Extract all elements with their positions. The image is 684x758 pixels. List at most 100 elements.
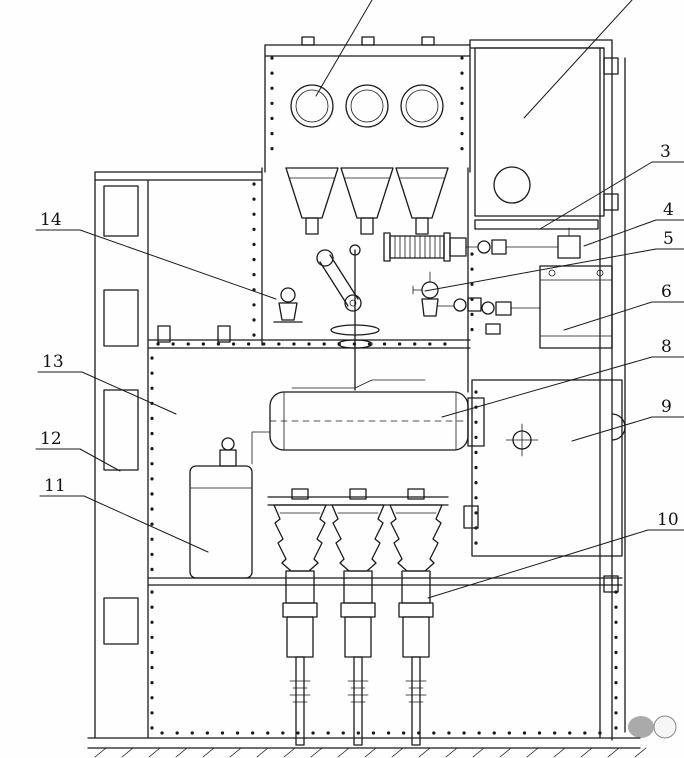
panel-handle-arc xyxy=(611,413,626,441)
callout-12-leader xyxy=(35,448,121,472)
tank-valve-cap xyxy=(221,437,235,451)
callout-14-leader xyxy=(35,229,277,300)
bellows-flange-right xyxy=(443,232,451,262)
arm-pivot-lower xyxy=(344,294,362,312)
door-hinges xyxy=(603,57,619,593)
callouts: 14 13 12 11 3 4 5 6 8 9 10 xyxy=(35,142,684,599)
callout-11-leader xyxy=(39,495,209,553)
valve-body xyxy=(421,298,439,317)
rod-flange-upper xyxy=(330,324,380,336)
cabinet-structure xyxy=(87,39,647,758)
bellows-coupler xyxy=(449,237,467,257)
actuator-arm xyxy=(319,254,359,307)
cutoff-leader-lines xyxy=(315,0,633,119)
bushing-2-inner xyxy=(350,89,384,123)
callout-3-label: 3 xyxy=(660,142,671,162)
mechanism-box-body xyxy=(539,265,613,349)
pipe-to-tank xyxy=(251,431,271,465)
bushing-3-inner xyxy=(405,89,439,123)
aux-joint-2 xyxy=(481,301,495,315)
cutoff-leader-1 xyxy=(315,0,373,97)
bellows-flange-left xyxy=(383,232,391,262)
insulator-stem-1 xyxy=(305,217,319,235)
door-face xyxy=(474,47,605,217)
callout-10-leader xyxy=(427,529,684,599)
rod-flange-lower xyxy=(337,339,373,349)
bushing-1-inner xyxy=(295,89,329,123)
panel-crosshair-lines xyxy=(505,423,539,457)
insulator-stem-2 xyxy=(360,217,374,235)
insulator-funnel-1 xyxy=(285,167,339,219)
aux-links xyxy=(437,305,541,309)
watermark-blob xyxy=(628,716,654,738)
watermark-ring xyxy=(653,715,677,739)
callout-9-leader xyxy=(571,416,684,442)
cutoff-leader-2 xyxy=(523,0,633,119)
linkage-joint xyxy=(477,240,491,254)
cable-termination-2 xyxy=(331,504,385,746)
callout-11-label: 11 xyxy=(44,476,66,496)
insulator-funnel-2 xyxy=(340,167,394,219)
bellows-body xyxy=(389,235,445,259)
callout-6-label: 6 xyxy=(661,282,672,302)
insulator-funnel-3 xyxy=(395,167,449,219)
shelf-plate xyxy=(474,219,599,230)
callout-5-label: 5 xyxy=(663,229,674,249)
top-fitting-box xyxy=(557,235,581,259)
bushing-1 xyxy=(290,84,334,128)
left-post-cap xyxy=(280,287,296,303)
aux-block-1 xyxy=(467,297,482,312)
mount-bracket-2 xyxy=(349,488,367,500)
callout-3-leader xyxy=(539,161,684,230)
termination-mount-plate xyxy=(267,496,449,506)
callout-13-leader xyxy=(37,371,177,415)
cylinder-top-pipe xyxy=(291,379,426,389)
callout-4-label: 4 xyxy=(663,200,674,220)
cable-termination-3 xyxy=(389,504,443,746)
right-door-panel xyxy=(474,47,605,230)
upper-insulators xyxy=(285,167,449,235)
panel-latch-block xyxy=(463,505,479,529)
aux-block-3 xyxy=(485,323,501,335)
arm-pivot-upper xyxy=(316,249,334,267)
left-panel-vents xyxy=(103,185,139,645)
mount-bracket-1 xyxy=(291,488,309,500)
scan-watermark xyxy=(628,715,677,739)
right-lower-panel xyxy=(463,379,626,557)
callout-5-leader xyxy=(424,248,684,292)
panel-face xyxy=(471,379,623,557)
bushing-2 xyxy=(345,84,389,128)
cable-terminations xyxy=(273,504,443,746)
aux-block-2 xyxy=(495,301,512,316)
mechanism-box-lines xyxy=(539,279,613,337)
bolt-rows xyxy=(150,56,618,735)
insulator-stem-3 xyxy=(415,217,429,235)
arm-pivot-pin xyxy=(349,299,357,307)
cabinet-frame xyxy=(87,39,641,749)
callout-10-label: 10 xyxy=(657,510,679,530)
door-window xyxy=(493,166,531,204)
callout-9-label: 9 xyxy=(661,397,672,417)
roof-bolts xyxy=(301,36,435,46)
bellows-ribs xyxy=(394,235,441,259)
callout-8-label: 8 xyxy=(661,337,672,357)
callout-14-label: 14 xyxy=(40,210,62,230)
linkage-block xyxy=(491,239,507,255)
cable-termination-1 xyxy=(273,504,327,746)
ground-hatching xyxy=(94,747,647,758)
callout-6-leader xyxy=(563,301,684,331)
auxiliary-tank xyxy=(189,465,253,579)
operating-mechanism xyxy=(273,232,559,391)
bushing-3 xyxy=(400,84,444,128)
top-bushing-compartment xyxy=(290,36,444,128)
rod-top-joint xyxy=(349,244,361,256)
box-bolt-right xyxy=(596,269,604,277)
callout-12-label: 12 xyxy=(40,429,62,449)
callout-8-leader xyxy=(441,356,684,418)
callout-13-label: 13 xyxy=(42,352,64,372)
callout-4-leader xyxy=(583,219,684,247)
tank-valve-body xyxy=(219,449,237,467)
cylinder-right-coupling xyxy=(467,397,485,447)
compartment-clips xyxy=(157,325,231,343)
